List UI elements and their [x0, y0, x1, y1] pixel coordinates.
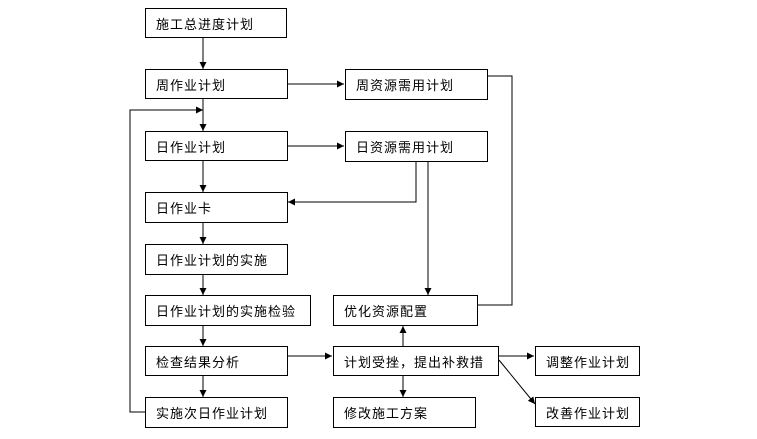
node-weekly-resource: 周资源需用计划 [345, 69, 488, 100]
arrow-daily-resource-to-card [288, 162, 417, 206]
node-daily-plan: 日作业计划 [145, 131, 288, 161]
node-plan-blocked: 计划受挫，提出补救措 [333, 346, 499, 376]
node-result-analysis: 检查结果分析 [145, 346, 288, 376]
node-daily-card: 日作业卡 [145, 192, 288, 223]
node-daily-implementation: 日作业计划的实施 [145, 244, 288, 275]
node-modify-scheme: 修改施工方案 [333, 397, 476, 428]
arrow-nextday-loop [129, 106, 203, 413]
node-optimize-resources: 优化资源配置 [333, 295, 478, 326]
node-improve-plan: 改善作业计划 [535, 397, 640, 427]
node-daily-resource: 日资源需用计划 [345, 131, 488, 162]
arrow-blocked-to-improve [498, 359, 536, 405]
node-next-day-plan: 实施次日作业计划 [145, 397, 288, 428]
node-master-schedule: 施工总进度计划 [145, 8, 287, 38]
node-daily-inspection: 日作业计划的实施检验 [145, 295, 311, 326]
arrow-weekly-resource-to-optimize [478, 75, 513, 306]
node-weekly-plan: 周作业计划 [145, 69, 288, 99]
node-adjust-plan: 调整作业计划 [535, 346, 640, 376]
